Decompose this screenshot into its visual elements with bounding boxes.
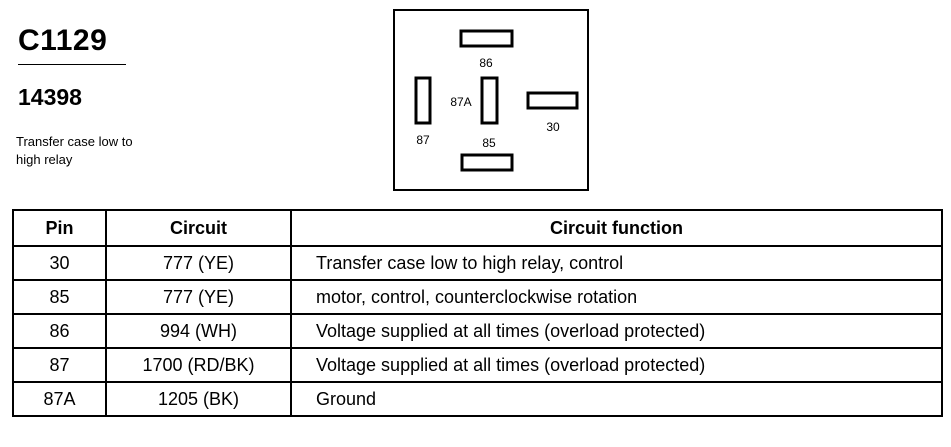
cell-circuit-function: Voltage supplied at all times (overload …	[290, 313, 943, 349]
terminal-30	[526, 91, 579, 110]
connector-id-underline	[18, 64, 126, 65]
terminal-label-30: 30	[546, 120, 560, 134]
description-line-2: high relay	[16, 152, 73, 167]
connector-id: C1129	[18, 24, 108, 57]
cell-pin: 86	[12, 313, 107, 349]
table-row: 87 1700 (RD/BK) Voltage supplied at all …	[12, 347, 943, 383]
cell-circuit: 994 (WH)	[105, 313, 292, 349]
cell-circuit-function: Ground	[290, 381, 943, 417]
cell-circuit: 1205 (BK)	[105, 381, 292, 417]
cell-circuit: 777 (YE)	[105, 245, 292, 281]
pin-circuit-table: Pin Circuit Circuit function 30 777 (YE)…	[12, 209, 943, 417]
diagram-frame	[393, 9, 589, 191]
terminal-87	[414, 76, 432, 125]
cell-pin: 30	[12, 245, 107, 281]
description-line-1: Transfer case low to	[16, 134, 133, 149]
column-header-circuit-function: Circuit function	[290, 209, 943, 247]
table-row: 30 777 (YE) Transfer case low to high re…	[12, 245, 943, 281]
cell-pin: 87	[12, 347, 107, 383]
table-row: 86 994 (WH) Voltage supplied at all time…	[12, 313, 943, 349]
column-header-pin: Pin	[12, 209, 107, 247]
table-row: 85 777 (YE) motor, control, counterclock…	[12, 279, 943, 315]
table-header-row: Pin Circuit Circuit function	[12, 209, 943, 247]
cell-circuit-function: motor, control, counterclockwise rotatio…	[290, 279, 943, 315]
cell-circuit-function: Transfer case low to high relay, control	[290, 245, 943, 281]
cell-pin: 85	[12, 279, 107, 315]
cell-circuit: 777 (YE)	[105, 279, 292, 315]
cell-circuit: 1700 (RD/BK)	[105, 347, 292, 383]
relay-connector-diagram: 86 87 87A 30 85	[393, 9, 589, 191]
terminal-85	[460, 153, 514, 172]
terminal-label-87: 87	[416, 133, 430, 147]
table-row: 87A 1205 (BK) Ground	[12, 381, 943, 417]
column-header-circuit: Circuit	[105, 209, 292, 247]
terminal-87a	[480, 76, 499, 125]
terminal-label-86: 86	[479, 56, 493, 70]
terminal-label-85: 85	[482, 136, 496, 150]
part-number: 14398	[18, 84, 82, 110]
cell-pin: 87A	[12, 381, 107, 417]
cell-circuit-function: Voltage supplied at all times (overload …	[290, 347, 943, 383]
component-description: Transfer case low to high relay	[16, 133, 216, 169]
terminal-label-87a: 87A	[450, 95, 471, 109]
terminal-86	[459, 29, 514, 48]
